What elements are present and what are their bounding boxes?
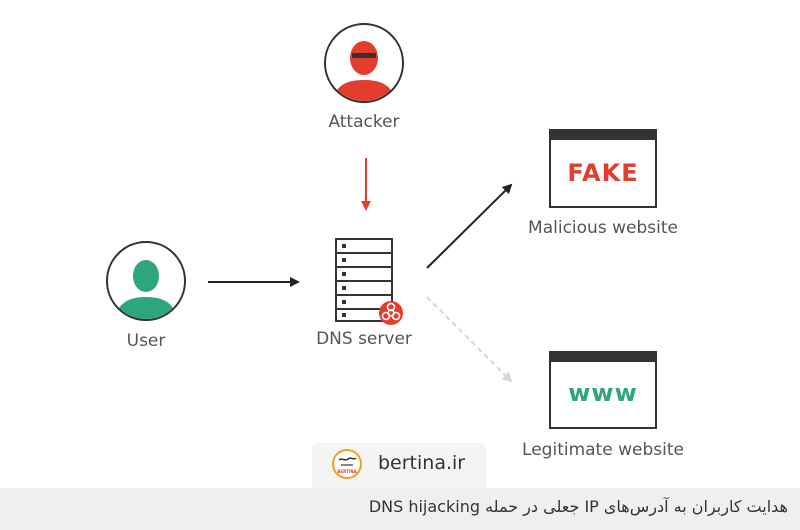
dns-to-malicious-arrow	[426, 183, 513, 269]
bertina-site-link[interactable]: bertina.ir	[378, 452, 466, 474]
dns-server-label: DNS server	[316, 329, 412, 349]
biohazard-icon	[379, 301, 403, 325]
bertina-logo-icon: BERTINA	[332, 449, 362, 479]
bertina-logo-text: BERTINA	[337, 469, 357, 474]
caption-text: هدایت کاربران به آدرس‌های IP جعلی در حمل…	[368, 497, 788, 516]
malicious-website-label: Malicious website	[528, 218, 678, 238]
attacker-icon	[324, 23, 404, 103]
dns-hijacking-diagram: FAKE www	[106, 23, 657, 429]
legitimate-website-label: Legitimate website	[522, 440, 684, 460]
fake-text: FAKE	[567, 159, 638, 187]
user-icon	[106, 241, 186, 321]
malicious-website-window	[549, 129, 657, 208]
caption-bar: هدایت کاربران به آدرس‌های IP جعلی در حمل…	[0, 488, 800, 530]
www-text: www	[568, 379, 638, 407]
legitimate-website-window	[549, 351, 657, 429]
dns-server-icon	[335, 238, 393, 322]
user-label: User	[126, 331, 166, 351]
dns-to-legitimate-arrow	[426, 296, 513, 383]
bertina-badge[interactable]: BERTINA bertina.ir	[312, 443, 486, 488]
attacker-label: Attacker	[328, 112, 400, 132]
